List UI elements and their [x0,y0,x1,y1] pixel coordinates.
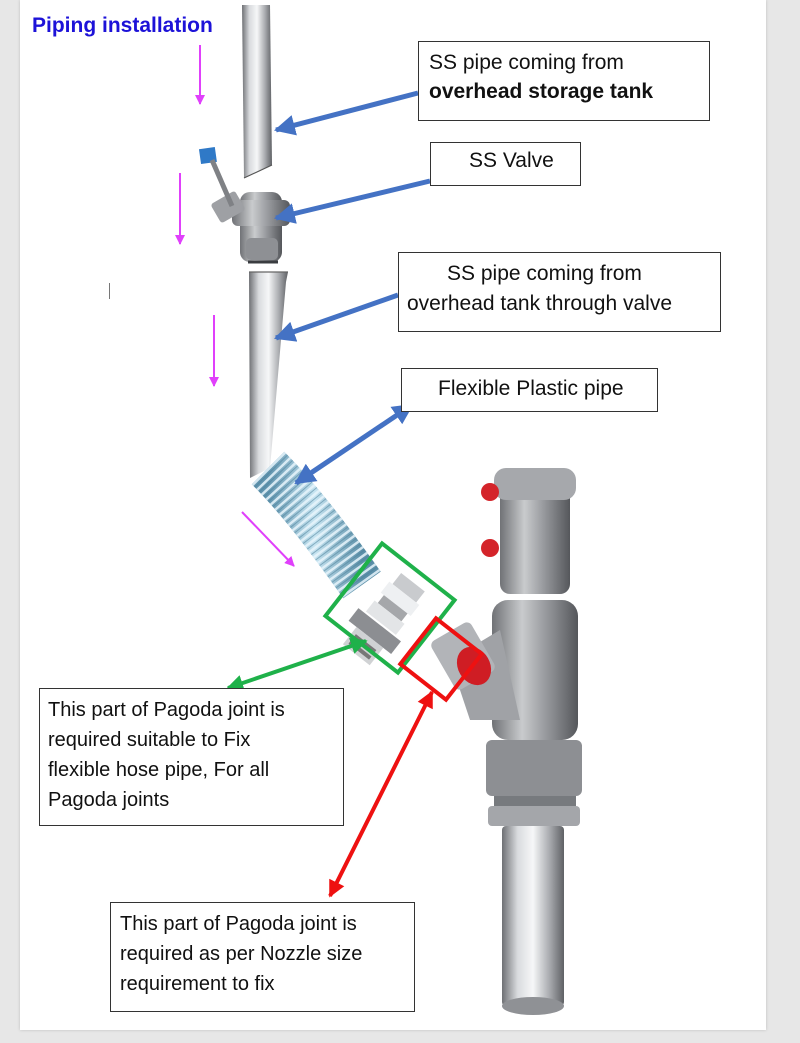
callout-text: Flexible Plastic pipe [438,377,624,400]
callout-text: Pagoda joints [48,789,170,811]
callout-text: SS Valve [469,149,554,172]
callout-text: requirement to fix [120,973,275,995]
upper-ss-pipe [242,5,273,179]
callout-text: flexible hose pipe, For all [48,759,270,781]
callout-hose-side: This part of Pagoda joint is required su… [39,688,344,826]
hose-side-arrow [226,637,368,692]
callout-overhead-pipe: SS pipe coming from overhead storage tan… [418,41,710,121]
pointer-arrow-icon [273,90,431,486]
callout-text: overhead tank through valve [407,292,673,315]
text-cursor-mark [109,283,110,299]
callout-text: This part of Pagoda joint is [120,913,357,935]
callout-valve: SS Valve [430,142,581,186]
ss-valve [198,146,290,264]
callout-nozzle-side: This part of Pagoda joint is required as… [110,902,415,1012]
nozzle-side-highlight [397,615,485,703]
flow-arrow-icon [175,45,295,567]
callout-text: SS pipe coming from [429,51,624,74]
nozzle-side-arrow [328,690,434,898]
nozzle-assembly [431,468,582,1015]
diagram-title: Piping installation [32,14,213,37]
callout-text: SS pipe coming from [447,262,642,285]
callout-valve-pipe: SS pipe coming from overhead tank throug… [398,252,721,332]
callout-text: required suitable to Fix [48,729,251,751]
callout-text: This part of Pagoda joint is [48,699,285,721]
callout-flexible-pipe: Flexible Plastic pipe [401,368,658,412]
callout-text-bold: overhead storage tank [429,80,654,103]
valve-handle-icon [198,146,235,207]
flexible-plastic-hose [251,451,381,599]
callout-text: required as per Nozzle size [120,943,363,965]
valve-ss-pipe [249,271,288,478]
